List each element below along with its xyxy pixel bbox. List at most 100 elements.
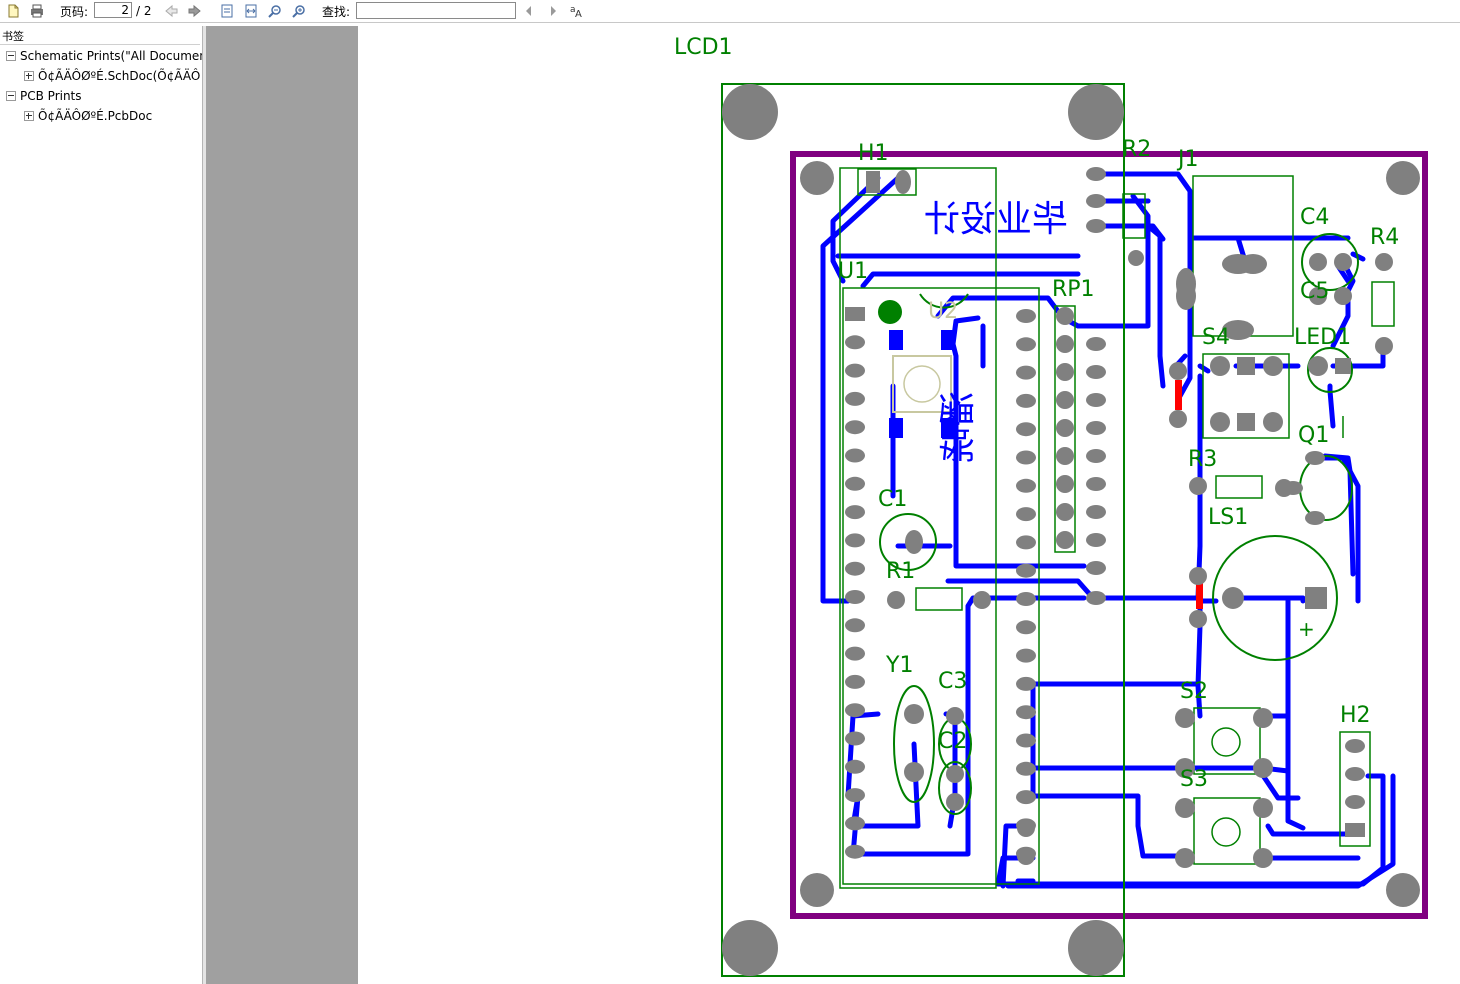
pad [845, 533, 865, 548]
next-page-icon[interactable] [188, 3, 202, 19]
print-icon[interactable] [30, 3, 44, 19]
pad [1016, 365, 1036, 380]
u1-outline [839, 167, 997, 889]
pad [1086, 477, 1106, 491]
pad [845, 646, 865, 661]
pad [1239, 254, 1267, 274]
pad [1308, 356, 1328, 376]
collapse-icon[interactable] [6, 91, 16, 101]
s4-outline [1202, 353, 1290, 439]
zoom-out-icon[interactable] [268, 3, 282, 19]
pad [845, 448, 865, 463]
pad [1222, 587, 1244, 609]
pad [1345, 739, 1365, 753]
bookmark-schdoc[interactable]: Õ¢ÃÄÔØºÉ.SchDoc(Õ¢ÃÄÔ [24, 67, 200, 85]
c2-outline [938, 761, 972, 815]
zoom-in-icon[interactable] [292, 3, 306, 19]
find-next-icon[interactable] [546, 3, 560, 19]
pad [1056, 307, 1074, 325]
u2-outline [919, 293, 969, 309]
pad [1334, 253, 1352, 271]
pad [1016, 337, 1036, 352]
label-c1: C1 [878, 487, 907, 512]
pad [1016, 592, 1036, 606]
bookmark-pcbdoc[interactable]: Õ¢ÃÄÔØºÉ.PcbDoc [24, 107, 152, 125]
pad [1375, 337, 1393, 355]
bookmark-label: Schematic Prints("All Documen [20, 49, 203, 63]
label-c3: C3 [938, 669, 967, 694]
pad [1056, 419, 1074, 437]
pad [845, 731, 865, 746]
pad [1305, 451, 1325, 465]
r4-body [1371, 281, 1395, 327]
pad [1016, 733, 1036, 748]
pad [1016, 761, 1036, 776]
pad [1189, 477, 1207, 495]
pad [1016, 422, 1036, 437]
panel-splitter[interactable] [203, 26, 206, 984]
fit-width-icon[interactable] [244, 3, 258, 19]
pad [878, 300, 902, 324]
pad [1016, 705, 1036, 720]
pad [1017, 847, 1035, 865]
pad [946, 765, 964, 783]
pad [845, 335, 865, 350]
pad [1210, 356, 1230, 376]
label-r4: R4 [1370, 225, 1399, 250]
bookmark-schematic[interactable]: Schematic Prints("All Documen [6, 47, 203, 65]
pcb-drawing: + LCD1 H1 R2 J1 C4 R4 U1 RP1 U2 C5 S4 LE… [674, 35, 1428, 977]
pad [866, 171, 880, 193]
pad [1169, 410, 1187, 428]
pad [1086, 393, 1106, 407]
pad [845, 307, 865, 321]
open-icon[interactable] [6, 3, 20, 19]
expand-icon[interactable] [24, 71, 34, 81]
pad [845, 674, 865, 689]
pad [845, 788, 865, 803]
c4-outline [1301, 233, 1359, 291]
bookmark-pcb-prints[interactable]: PCB Prints [6, 87, 82, 105]
label-s4: S4 [1202, 325, 1230, 350]
pad [1345, 767, 1365, 781]
r2-body [1122, 193, 1146, 239]
pad [1016, 648, 1036, 663]
h2-outline [1339, 731, 1371, 847]
pad [1189, 610, 1207, 628]
find-prev-icon[interactable] [522, 3, 536, 19]
bookmark-label: Õ¢ÃÄÔØºÉ.SchDoc(Õ¢ÃÄÔ [38, 69, 201, 83]
pad [941, 330, 955, 350]
fit-page-icon[interactable] [220, 3, 234, 19]
expand-icon[interactable] [24, 111, 34, 121]
label-u1: U1 [838, 259, 868, 284]
c1-outline [879, 513, 937, 571]
board-outline [790, 151, 1428, 919]
pad [1016, 620, 1036, 635]
find-input[interactable] [356, 2, 516, 19]
label-c2: C2 [938, 729, 967, 754]
pad [1016, 478, 1036, 493]
pad [1375, 253, 1393, 271]
label-y1: Y1 [885, 653, 913, 678]
r1-body [915, 587, 963, 611]
led1-outline [1307, 347, 1353, 393]
page-label: 页码: [60, 4, 89, 19]
bridge [1175, 380, 1182, 410]
pad [845, 590, 865, 604]
bookmark-label: PCB Prints [20, 89, 82, 103]
page-total: / 2 [136, 4, 152, 18]
page-number-input[interactable] [94, 2, 132, 18]
pad [845, 420, 865, 435]
pad [1016, 393, 1036, 408]
bridge [1196, 579, 1203, 609]
pad [845, 505, 865, 520]
pad [946, 707, 964, 725]
mirrored-name: 潘晓 [938, 391, 979, 463]
label-q1: Q1 [1298, 423, 1329, 448]
pad [1056, 503, 1074, 521]
pad [1016, 309, 1036, 323]
prev-page-icon[interactable] [164, 3, 178, 19]
pad [1305, 511, 1325, 525]
collapse-icon[interactable] [6, 51, 16, 61]
pad [973, 591, 991, 609]
